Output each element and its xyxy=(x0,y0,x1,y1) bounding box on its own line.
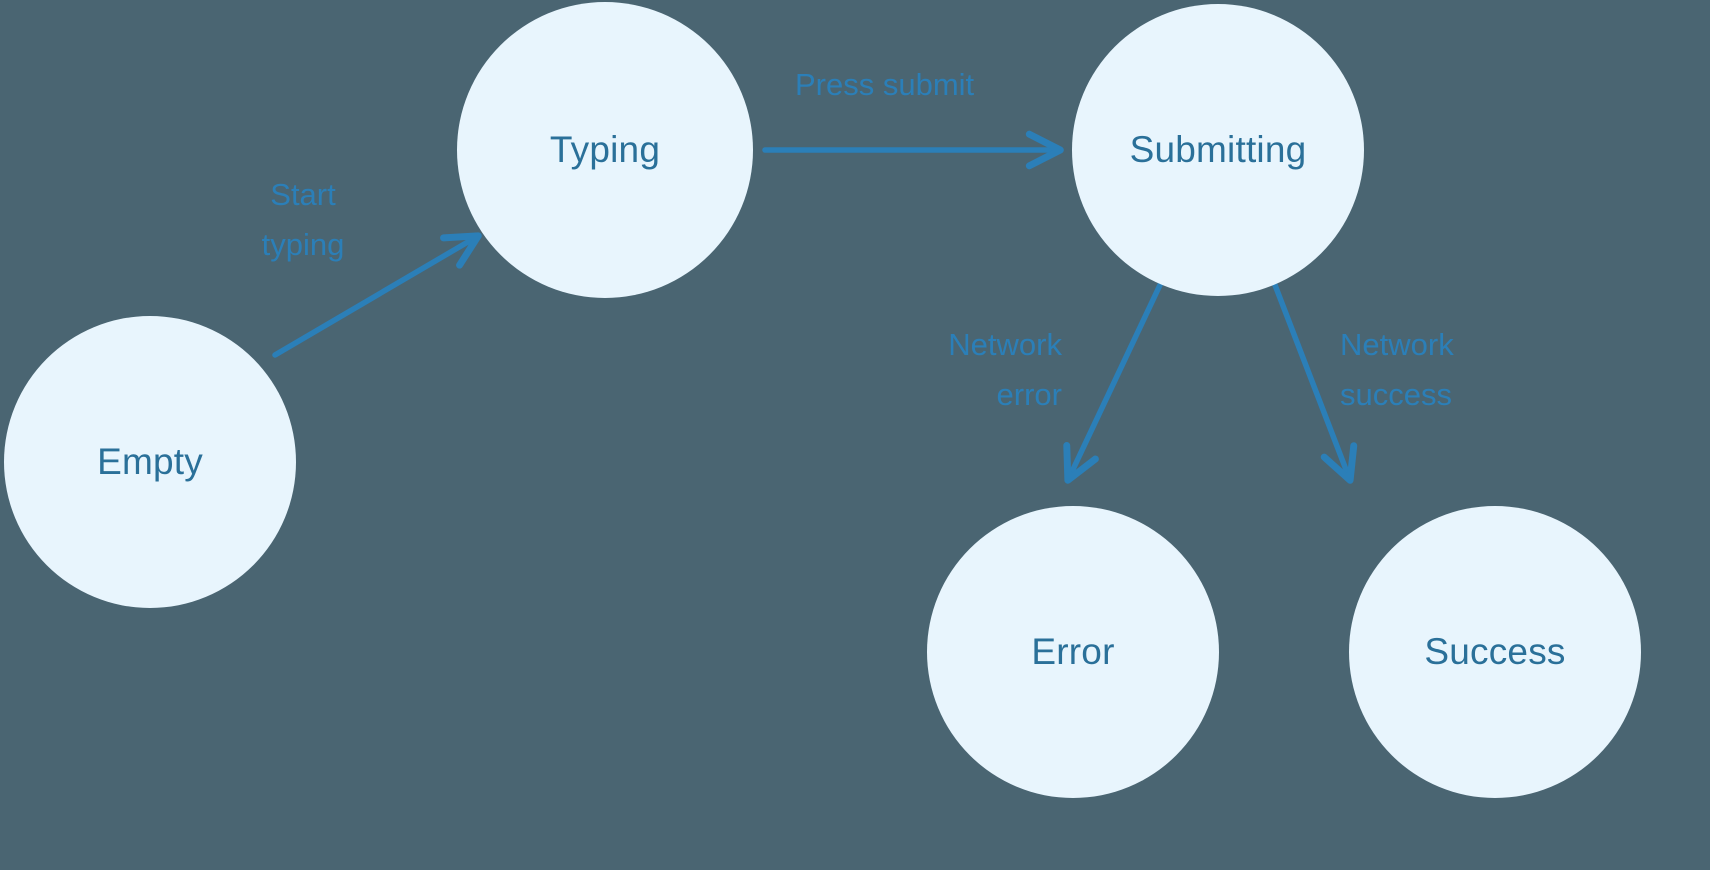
edge-label-start-typing: Start typing xyxy=(261,177,345,263)
edge-label-press-submit: Press submit xyxy=(795,67,975,102)
edge-empty-to-typing xyxy=(272,232,482,358)
state-node-empty[interactable]: Empty xyxy=(4,316,296,608)
state-node-label: Typing xyxy=(549,129,661,170)
state-node-submitting[interactable]: Submitting xyxy=(1072,4,1364,296)
state-node-label: Empty xyxy=(97,441,203,482)
state-node-label: Error xyxy=(1031,631,1115,672)
state-node-typing[interactable]: Typing xyxy=(457,2,753,298)
state-node-label: Success xyxy=(1424,631,1566,672)
state-node-error[interactable]: Error xyxy=(927,506,1219,798)
edge-submitting-to-success xyxy=(1272,282,1358,484)
state-node-label: Submitting xyxy=(1129,129,1307,170)
edge-submitting-to-error xyxy=(1063,282,1163,484)
edge-label-network-success: Network success xyxy=(1340,327,1454,413)
state-node-success[interactable]: Success xyxy=(1349,506,1641,798)
edge-label-network-error: Network error xyxy=(948,327,1062,413)
